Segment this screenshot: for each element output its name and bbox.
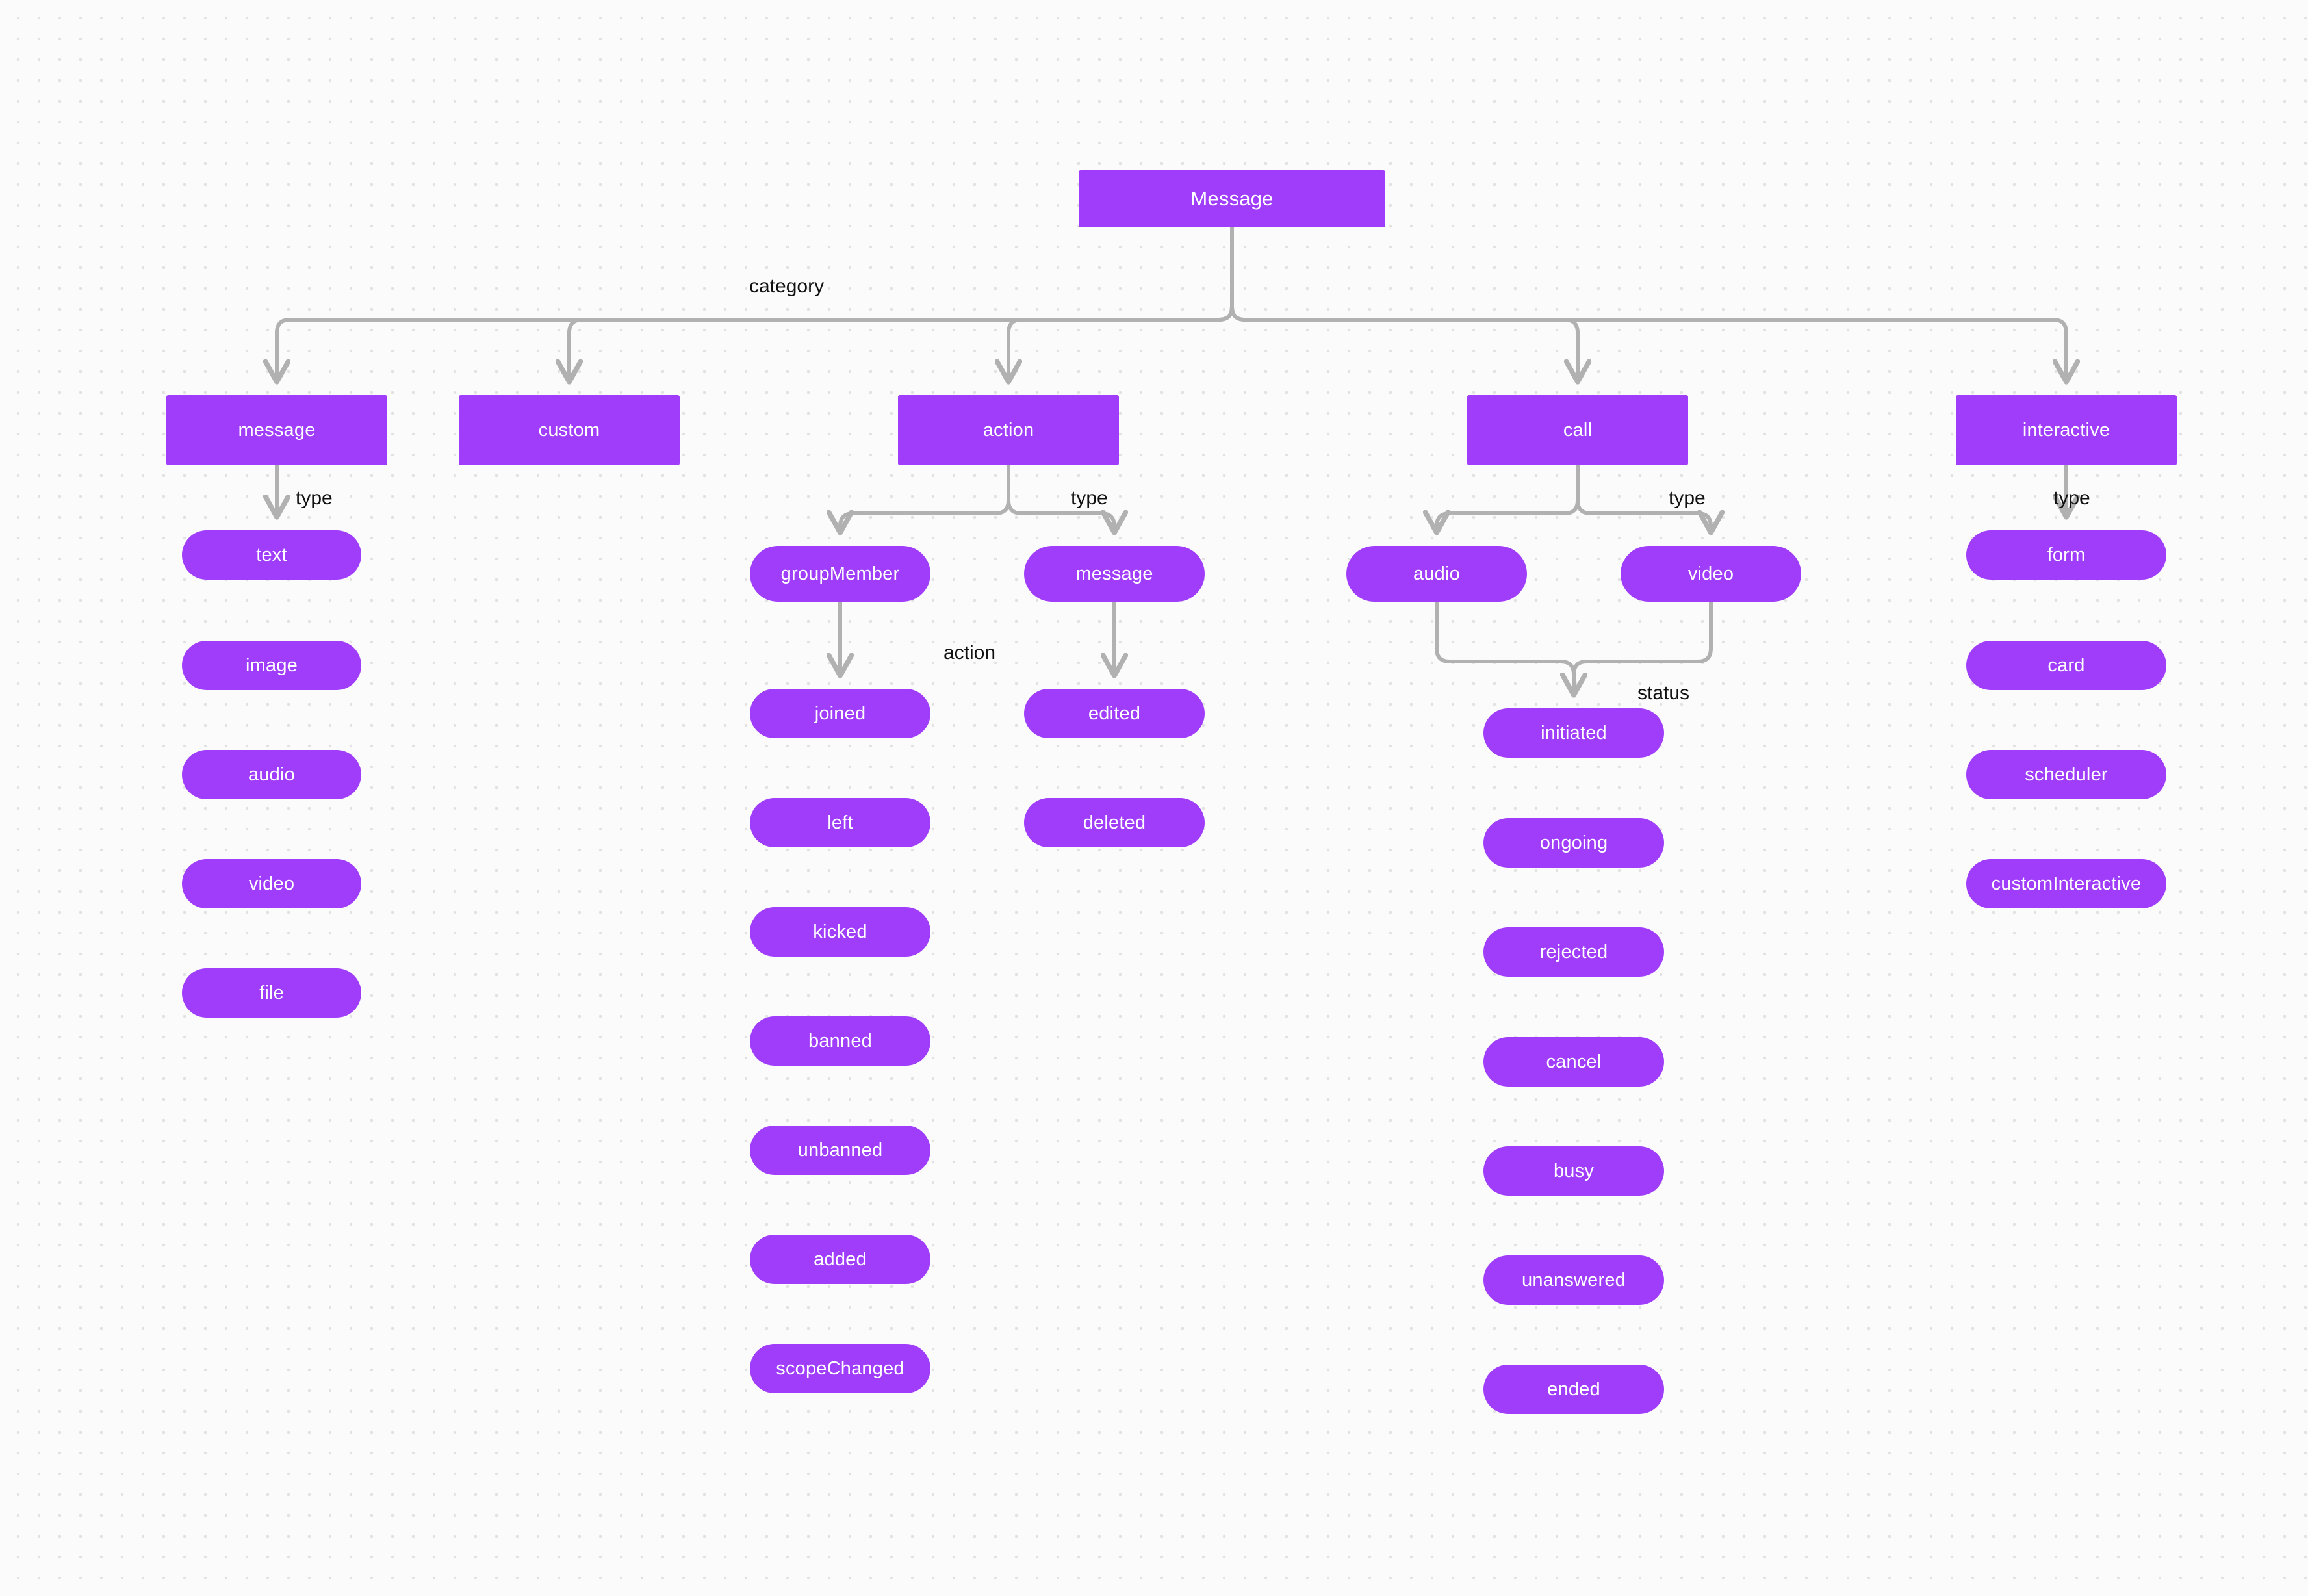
node-label: left — [827, 812, 853, 833]
node-category-message[interactable]: message — [166, 395, 387, 465]
node-label: card — [2047, 654, 2085, 676]
node-label: groupMember — [780, 563, 900, 584]
edge-label-interactive-type: type — [2053, 487, 2090, 509]
node-interactive-type-scheduler[interactable]: scheduler — [1966, 750, 2166, 799]
node-action-type-groupmember[interactable]: groupMember — [750, 546, 930, 602]
edge-label-action-action: action — [943, 642, 996, 663]
node-label: video — [1687, 563, 1734, 584]
node-groupmember-action-unbanned[interactable]: unbanned — [750, 1126, 930, 1175]
node-label: Message — [1190, 187, 1274, 210]
node-interactive-type-custominteractive[interactable]: customInteractive — [1966, 859, 2166, 908]
node-groupmember-action-left[interactable]: left — [750, 798, 930, 847]
node-label: deleted — [1083, 812, 1146, 833]
node-label: video — [248, 873, 295, 894]
node-category-action[interactable]: action — [898, 395, 1119, 465]
node-label: audio — [1413, 563, 1460, 584]
node-interactive-type-form[interactable]: form — [1966, 530, 2166, 580]
node-label: added — [814, 1248, 867, 1270]
node-groupmember-action-banned[interactable]: banned — [750, 1016, 930, 1066]
node-category-custom[interactable]: custom — [459, 395, 680, 465]
edge-label-action-type: type — [1071, 487, 1108, 509]
node-message-action-deleted[interactable]: deleted — [1024, 798, 1205, 847]
node-call-status-busy[interactable]: busy — [1483, 1146, 1664, 1196]
node-call-status-ended[interactable]: ended — [1483, 1365, 1664, 1414]
node-label: form — [2047, 544, 2086, 565]
node-call-status-cancel[interactable]: cancel — [1483, 1037, 1664, 1087]
node-call-status-initiated[interactable]: initiated — [1483, 708, 1664, 758]
node-label: message — [1075, 563, 1153, 584]
node-label: busy — [1553, 1160, 1595, 1181]
node-label: ended — [1547, 1378, 1600, 1400]
node-groupmember-action-joined[interactable]: joined — [750, 689, 930, 738]
node-message-type-video[interactable]: video — [182, 859, 361, 908]
node-interactive-type-card[interactable]: card — [1966, 641, 2166, 690]
edge-label-call-status: status — [1637, 682, 1690, 704]
edge-label-message-type: type — [296, 487, 333, 509]
node-call-status-ongoing[interactable]: ongoing — [1483, 818, 1664, 868]
node-label: unbanned — [797, 1139, 883, 1161]
node-message-type-file[interactable]: file — [182, 968, 361, 1018]
node-label: cancel — [1546, 1051, 1602, 1072]
node-label: text — [256, 544, 287, 565]
node-message-action-edited[interactable]: edited — [1024, 689, 1205, 738]
node-label: file — [259, 982, 284, 1003]
edge-label-category: category — [749, 276, 825, 297]
node-call-status-unanswered[interactable]: unanswered — [1483, 1255, 1664, 1305]
node-label: unanswered — [1522, 1269, 1626, 1291]
node-label: ongoing — [1539, 832, 1608, 853]
node-label: audio — [248, 764, 295, 785]
node-label: image — [246, 654, 298, 676]
node-label: interactive — [2022, 419, 2110, 441]
node-message-type-image[interactable]: image — [182, 641, 361, 690]
edge-label-call-type: type — [1669, 487, 1706, 509]
node-label: edited — [1088, 702, 1141, 724]
node-label: custom — [538, 419, 600, 441]
node-call-type-audio[interactable]: audio — [1346, 546, 1527, 602]
node-message-type-audio[interactable]: audio — [182, 750, 361, 799]
node-groupmember-action-scopechanged[interactable]: scopeChanged — [750, 1344, 930, 1393]
node-label: action — [982, 419, 1034, 441]
node-groupmember-action-kicked[interactable]: kicked — [750, 907, 930, 957]
node-label: initiated — [1541, 722, 1607, 743]
node-label: call — [1563, 419, 1593, 441]
node-category-interactive[interactable]: interactive — [1956, 395, 2177, 465]
node-call-status-rejected[interactable]: rejected — [1483, 927, 1664, 977]
node-label: scopeChanged — [776, 1358, 904, 1379]
node-label: banned — [808, 1030, 872, 1051]
node-call-type-video[interactable]: video — [1621, 546, 1801, 602]
node-label: customInteractive — [1991, 873, 2142, 894]
node-label: message — [238, 419, 316, 441]
node-message-root[interactable]: Message — [1079, 170, 1385, 227]
node-label: scheduler — [2025, 764, 2108, 785]
node-label: joined — [814, 702, 866, 724]
node-label: kicked — [813, 921, 867, 942]
node-message-type-text[interactable]: text — [182, 530, 361, 580]
node-groupmember-action-added[interactable]: added — [750, 1235, 930, 1284]
node-action-type-message[interactable]: message — [1024, 546, 1205, 602]
node-label: rejected — [1539, 941, 1608, 962]
node-category-call[interactable]: call — [1467, 395, 1688, 465]
